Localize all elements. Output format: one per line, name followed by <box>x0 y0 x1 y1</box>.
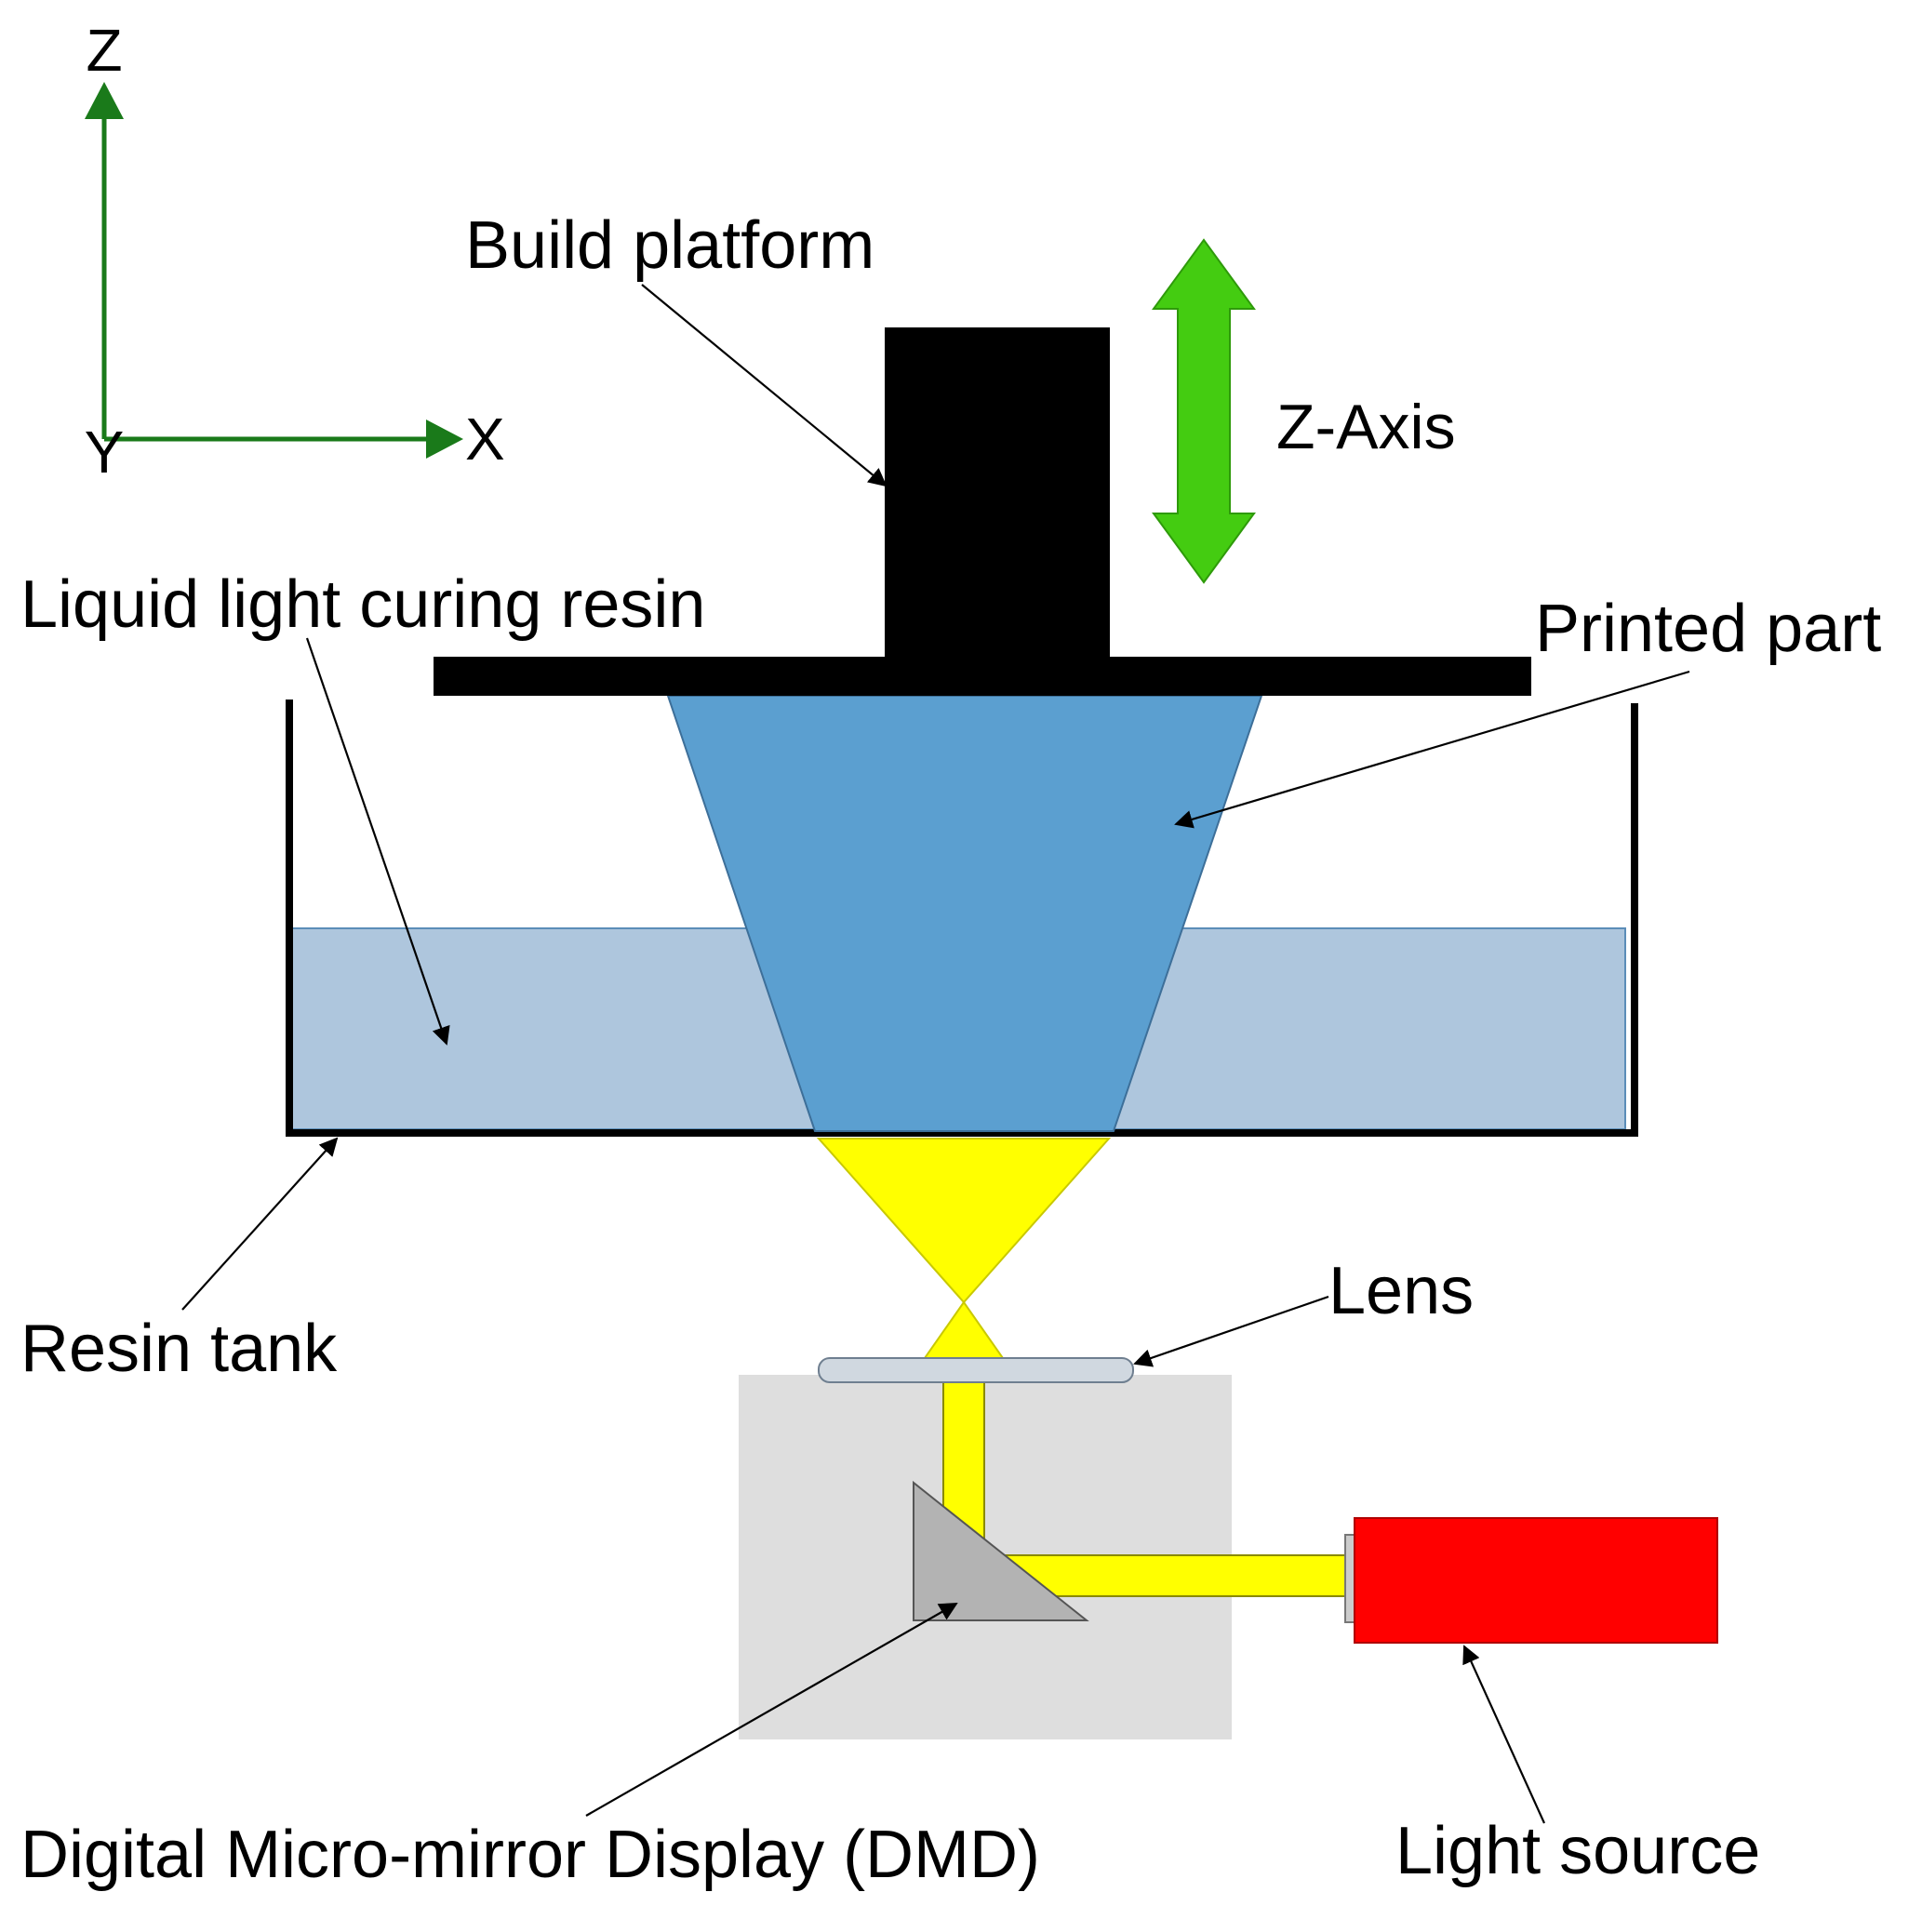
resin-tank <box>286 700 1638 1137</box>
x-axis-arrowhead <box>426 420 463 459</box>
y-axis-label: Y <box>85 419 125 486</box>
light-source <box>1354 1517 1718 1644</box>
build-platform-column <box>885 327 1110 657</box>
dmd-leader <box>585 1603 958 1817</box>
build-platform-plate <box>434 657 1531 696</box>
leader-lines <box>181 284 1690 1824</box>
x-axis-label: X <box>465 406 505 473</box>
dmd-label: Digital Micro-mirror Display (DMD) <box>20 1818 1040 1892</box>
z-axis-movement-arrow <box>1152 238 1256 584</box>
z-axis-movement-label: Z-Axis <box>1276 392 1456 462</box>
build-platform-leader <box>641 284 888 487</box>
lens-leader <box>1133 1295 1329 1367</box>
printed-part-leader <box>1174 670 1690 829</box>
resin-tank-label: Resin tank <box>20 1312 338 1386</box>
printed-part-label: Printed part <box>1535 592 1881 666</box>
lens <box>818 1357 1134 1383</box>
light-source-label: Light source <box>1395 1814 1760 1888</box>
coordinate-axes: Z X Y <box>85 17 505 486</box>
resin-tank-leader <box>181 1137 339 1311</box>
light-cone-upper <box>816 1138 1112 1304</box>
z-axis-label: Z <box>86 17 122 84</box>
lens-label: Lens <box>1328 1254 1474 1328</box>
dmd-mirror <box>913 1480 1089 1621</box>
light-cone-lower <box>923 1300 1005 1359</box>
z-axis-arrowhead <box>85 82 124 119</box>
liquid-resin-label: Liquid light curing resin <box>20 567 705 642</box>
build-platform-label: Build platform <box>465 208 874 283</box>
liquid-resin-leader <box>305 637 450 1046</box>
light-source-leader <box>1462 1645 1546 1824</box>
